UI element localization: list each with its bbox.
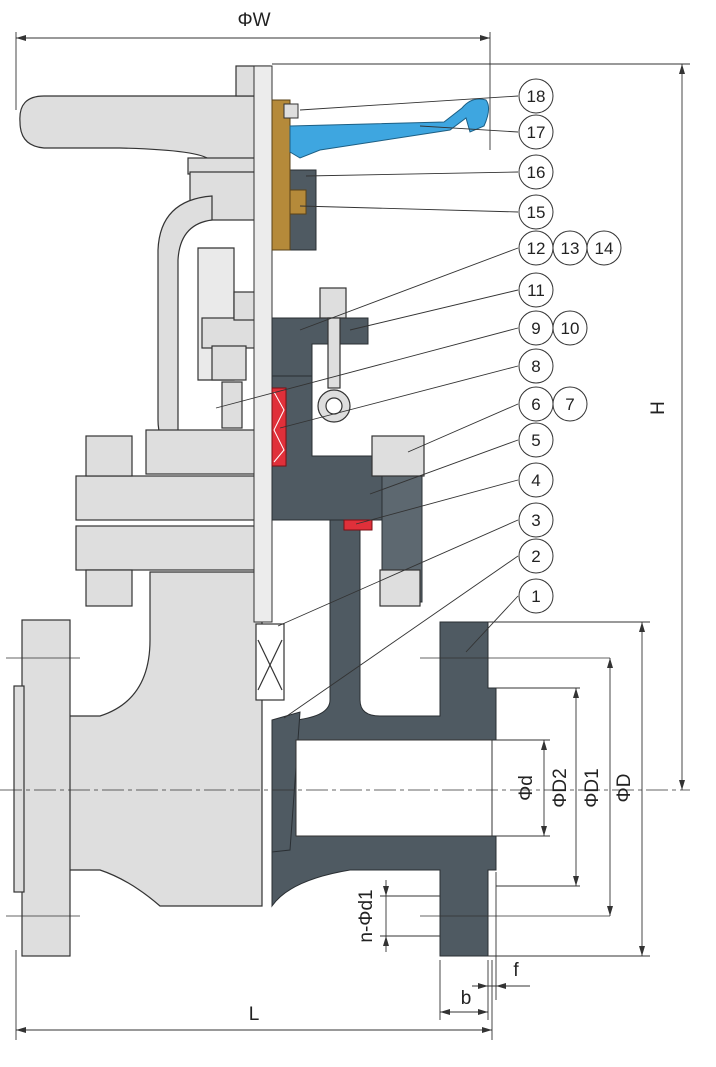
callout-8: 8 <box>531 357 540 376</box>
gasket <box>343 519 373 531</box>
dim-label-w: ΦW <box>237 10 270 31</box>
dim-label-d: Φd <box>516 775 537 801</box>
dim-label-flange-d: ΦD <box>614 774 635 803</box>
yoke-nut-collar <box>289 189 307 215</box>
arrowheads <box>16 35 685 1033</box>
bore <box>295 739 493 837</box>
callout-circles <box>518 78 622 614</box>
body-section-lower <box>271 739 497 957</box>
handwheel <box>19 95 263 161</box>
callout-16: 16 <box>527 163 546 182</box>
valve-exterior-half <box>13 65 271 957</box>
dim-label-f: f <box>513 960 519 981</box>
gland-flange <box>201 317 263 349</box>
eyebolt <box>317 287 351 423</box>
callout-2: 2 <box>531 547 540 566</box>
callout-10: 10 <box>561 319 580 338</box>
dim-label-b: b <box>461 988 472 1009</box>
body-section-neck <box>295 519 497 741</box>
yoke-nut <box>271 99 291 251</box>
callout-numbers: 18 17 16 15 12 13 14 11 9 10 8 6 7 5 4 3… <box>527 87 614 606</box>
packing-hatch <box>273 391 285 463</box>
dim-label-h: H <box>648 401 669 415</box>
callout-11: 11 <box>527 281 545 300</box>
callout-4: 4 <box>531 471 540 490</box>
lever-pin <box>283 103 299 119</box>
callout-17: 17 <box>527 123 546 142</box>
yoke-lower <box>145 429 263 475</box>
end-flange-left <box>21 619 71 957</box>
leader-lines <box>215 95 519 719</box>
seat-ring-section <box>271 711 301 853</box>
valve-body <box>65 571 263 907</box>
callout-15: 15 <box>527 203 546 222</box>
body-flange <box>75 525 263 571</box>
callout-5: 5 <box>531 431 540 450</box>
callout-3: 3 <box>531 511 540 530</box>
dim-label-d1: ΦD1 <box>582 768 603 807</box>
callout-14: 14 <box>595 239 614 258</box>
callout-18: 18 <box>527 87 546 106</box>
callout-13: 13 <box>561 239 580 258</box>
bonnet-bolt-bottom <box>85 569 133 607</box>
centre-lines <box>0 657 690 917</box>
callout-9: 9 <box>531 319 540 338</box>
callout-7: 7 <box>565 395 574 414</box>
callout-1: 1 <box>531 587 540 606</box>
callout-6: 6 <box>531 395 540 414</box>
gland-bolt <box>211 345 247 381</box>
dim-label-bolt-holes: n-Φd1 <box>356 889 377 942</box>
bonnet-bolt-top <box>85 435 133 477</box>
dim-label-d2: ΦD2 <box>550 768 571 807</box>
bonnet-stud-right <box>371 435 425 607</box>
valve-section-half <box>271 169 497 957</box>
handle-lever <box>289 98 490 159</box>
bonnet-neck <box>271 317 369 377</box>
gate-wedge <box>255 623 285 701</box>
valve-stem <box>253 65 273 623</box>
callout-12: 12 <box>527 239 546 258</box>
dim-label-l: L <box>249 1004 260 1025</box>
bonnet-flange <box>75 475 263 521</box>
eyebolt-lug <box>221 381 243 429</box>
end-flange-left-face <box>13 685 25 893</box>
